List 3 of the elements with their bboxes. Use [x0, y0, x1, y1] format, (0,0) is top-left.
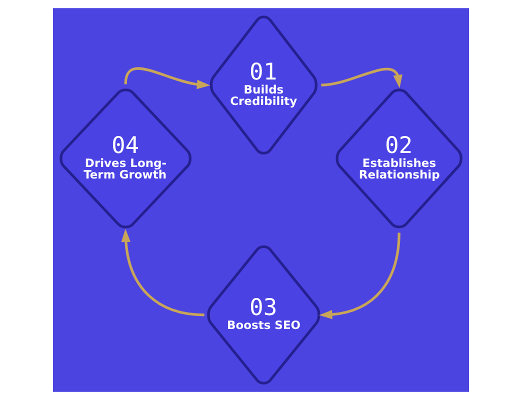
- arrow: [318, 232, 400, 320]
- arrow: [121, 228, 204, 316]
- arrow: [321, 68, 402, 88]
